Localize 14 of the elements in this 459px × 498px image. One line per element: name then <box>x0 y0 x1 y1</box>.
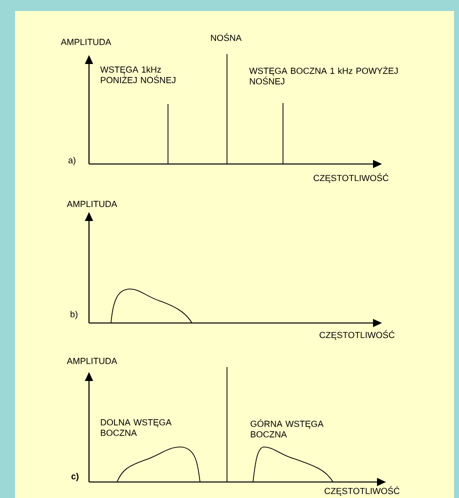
axis-label: CZĘSTOTLIWOŚĆ <box>314 173 388 183</box>
axis-label: AMPLITUDA <box>66 200 118 208</box>
line-label: WSTĘGA BOCZNA 1 kHz POWYŻEJ NOŚNEJ <box>249 66 398 84</box>
axis-label: CZĘSTOTLIWOŚĆ <box>320 330 394 340</box>
axis-label: AMPLITUDA <box>60 38 112 46</box>
line-label: WSTĘGA 1kHz PONIŻEJ NOŚNEJ <box>100 66 176 84</box>
axis-label: AMPLITUDA <box>66 358 118 364</box>
panel-label: a) <box>68 156 76 166</box>
line-label: NOŚNA <box>211 33 242 41</box>
panel-label: c) <box>71 472 78 482</box>
label: DOLNA WSTĘGA BOCZNA <box>100 419 172 436</box>
axis-label: CZĘSTOTLIWOŚĆ <box>324 486 400 496</box>
panel-label: b) <box>70 310 78 320</box>
label: GÓRNA WSTĘGA BOCZNA <box>250 419 324 438</box>
